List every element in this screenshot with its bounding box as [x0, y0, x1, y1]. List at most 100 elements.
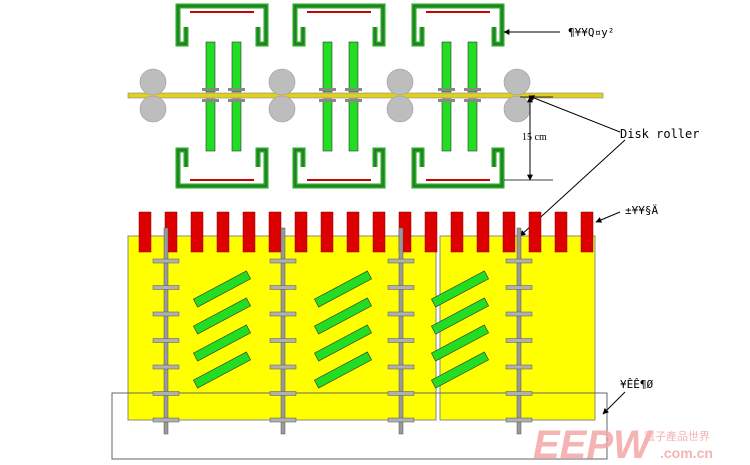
shaft-crossbar [269, 258, 297, 264]
bottom-right-label: ¥ÊÊ¶Ø [620, 378, 653, 391]
dimension-marker: 15 cm [504, 96, 553, 181]
heater-block [502, 211, 516, 253]
shaft-crossbar [387, 311, 415, 317]
diagonal-plate [192, 297, 252, 335]
shaft-crossbar [152, 391, 180, 396]
heater-block [424, 211, 438, 253]
plate-clip-lower [464, 99, 481, 102]
etching-chambers [175, 3, 505, 189]
diagonal-plate [313, 297, 373, 335]
vertical-plate-upper [441, 41, 452, 93]
heater-block [580, 211, 594, 253]
heater-block [528, 211, 542, 253]
shaft-crossbar [269, 364, 297, 370]
disk-rollers [139, 68, 531, 123]
shaft-crossbar [387, 285, 415, 290]
vertical-plate-lower [441, 98, 452, 152]
heater-block [476, 211, 490, 253]
substrate-plates [192, 270, 490, 389]
base-frame [111, 392, 608, 460]
diagonal-plate [313, 324, 373, 362]
shaft-crossbar [505, 338, 533, 343]
substrate-belt [127, 92, 604, 99]
disk-roller-bottom [139, 95, 167, 123]
roller-shafts [152, 227, 533, 435]
plate-clip-lower [438, 99, 455, 102]
shaft-crossbar [269, 311, 297, 317]
plate-clip-lower [202, 99, 219, 102]
mid-right-label: ±¥¥§Ä [625, 204, 658, 217]
roller-shaft [152, 227, 180, 435]
chamber-top-outline [177, 5, 267, 45]
plate-clip-upper [228, 88, 245, 91]
shaft-crossbar [269, 391, 297, 396]
heater-block [450, 211, 464, 253]
heater-block [268, 211, 282, 253]
disk-roller-top [139, 68, 167, 96]
shaft-bar [280, 227, 286, 435]
vertical-plate-upper [348, 41, 359, 93]
disk-roller-bottom [503, 95, 531, 123]
disk-roller-arrow-1 [528, 95, 621, 133]
chamber-top-outline [294, 5, 384, 45]
roller-shaft [505, 227, 533, 435]
diagonal-plate [430, 297, 490, 335]
chamber-bottom-outline [294, 149, 384, 187]
disk-roller-top [268, 68, 296, 96]
vertical-plate-upper [205, 41, 216, 93]
vertical-plate-lower [467, 98, 478, 152]
plate-clip-upper [202, 88, 219, 91]
chamber-bottom-outline [413, 149, 503, 187]
chamber-1 [175, 3, 269, 189]
shaft-crossbar [152, 417, 180, 423]
disk-roller-top [503, 68, 531, 96]
disk-roller-bottom [386, 95, 414, 123]
vertical-plate-upper [467, 41, 478, 93]
shaft-crossbar [387, 364, 415, 370]
shaft-crossbar [387, 258, 415, 264]
vertical-plate-upper [322, 41, 333, 93]
diagonal-plate [192, 270, 252, 308]
watermark-url: .com.cn [660, 445, 713, 461]
shaft-crossbar [152, 285, 180, 290]
heater-block [346, 211, 360, 253]
shaft-crossbar [505, 391, 533, 396]
eepw-watermark: EEPW 電子產品世界 .com.cn [533, 423, 713, 465]
heater-block [242, 211, 256, 253]
shaft-crossbar [505, 311, 533, 317]
chamber-bottom-outline [177, 149, 267, 187]
chamber-top-outline [413, 5, 503, 45]
bottom-label-arrow [602, 391, 626, 415]
shaft-crossbar [387, 338, 415, 343]
shaft-crossbar [387, 417, 415, 423]
roller-shaft [387, 227, 415, 435]
mid-label-arrow [595, 211, 621, 223]
shaft-crossbar [152, 364, 180, 370]
diagonal-plate [192, 351, 252, 389]
shaft-crossbar [505, 417, 533, 423]
heater-block [294, 211, 308, 253]
watermark-cn: 電子產品世界 [644, 429, 710, 443]
shaft-crossbar [505, 258, 533, 264]
shaft-crossbar [152, 258, 180, 264]
vertical-plate-lower [205, 98, 216, 152]
chamber-3 [411, 3, 505, 189]
shaft-crossbar [387, 391, 415, 396]
plate-clip-upper [319, 88, 336, 91]
diagonal-plate [430, 270, 490, 308]
disk-roller-top [386, 68, 414, 96]
vertical-plate-lower [231, 98, 242, 152]
shaft-bar [398, 227, 404, 435]
heater-blocks [138, 211, 594, 253]
shaft-crossbar [505, 285, 533, 290]
plate-clip-upper [345, 88, 362, 91]
diagonal-plate [430, 351, 490, 389]
disk-roller-bottom [268, 95, 296, 123]
dimension-label: 15 cm [522, 132, 547, 143]
chamber-2 [292, 3, 386, 189]
shaft-bar [516, 227, 522, 435]
heater-block [554, 211, 568, 253]
watermark-logo: EEPW [533, 423, 654, 465]
